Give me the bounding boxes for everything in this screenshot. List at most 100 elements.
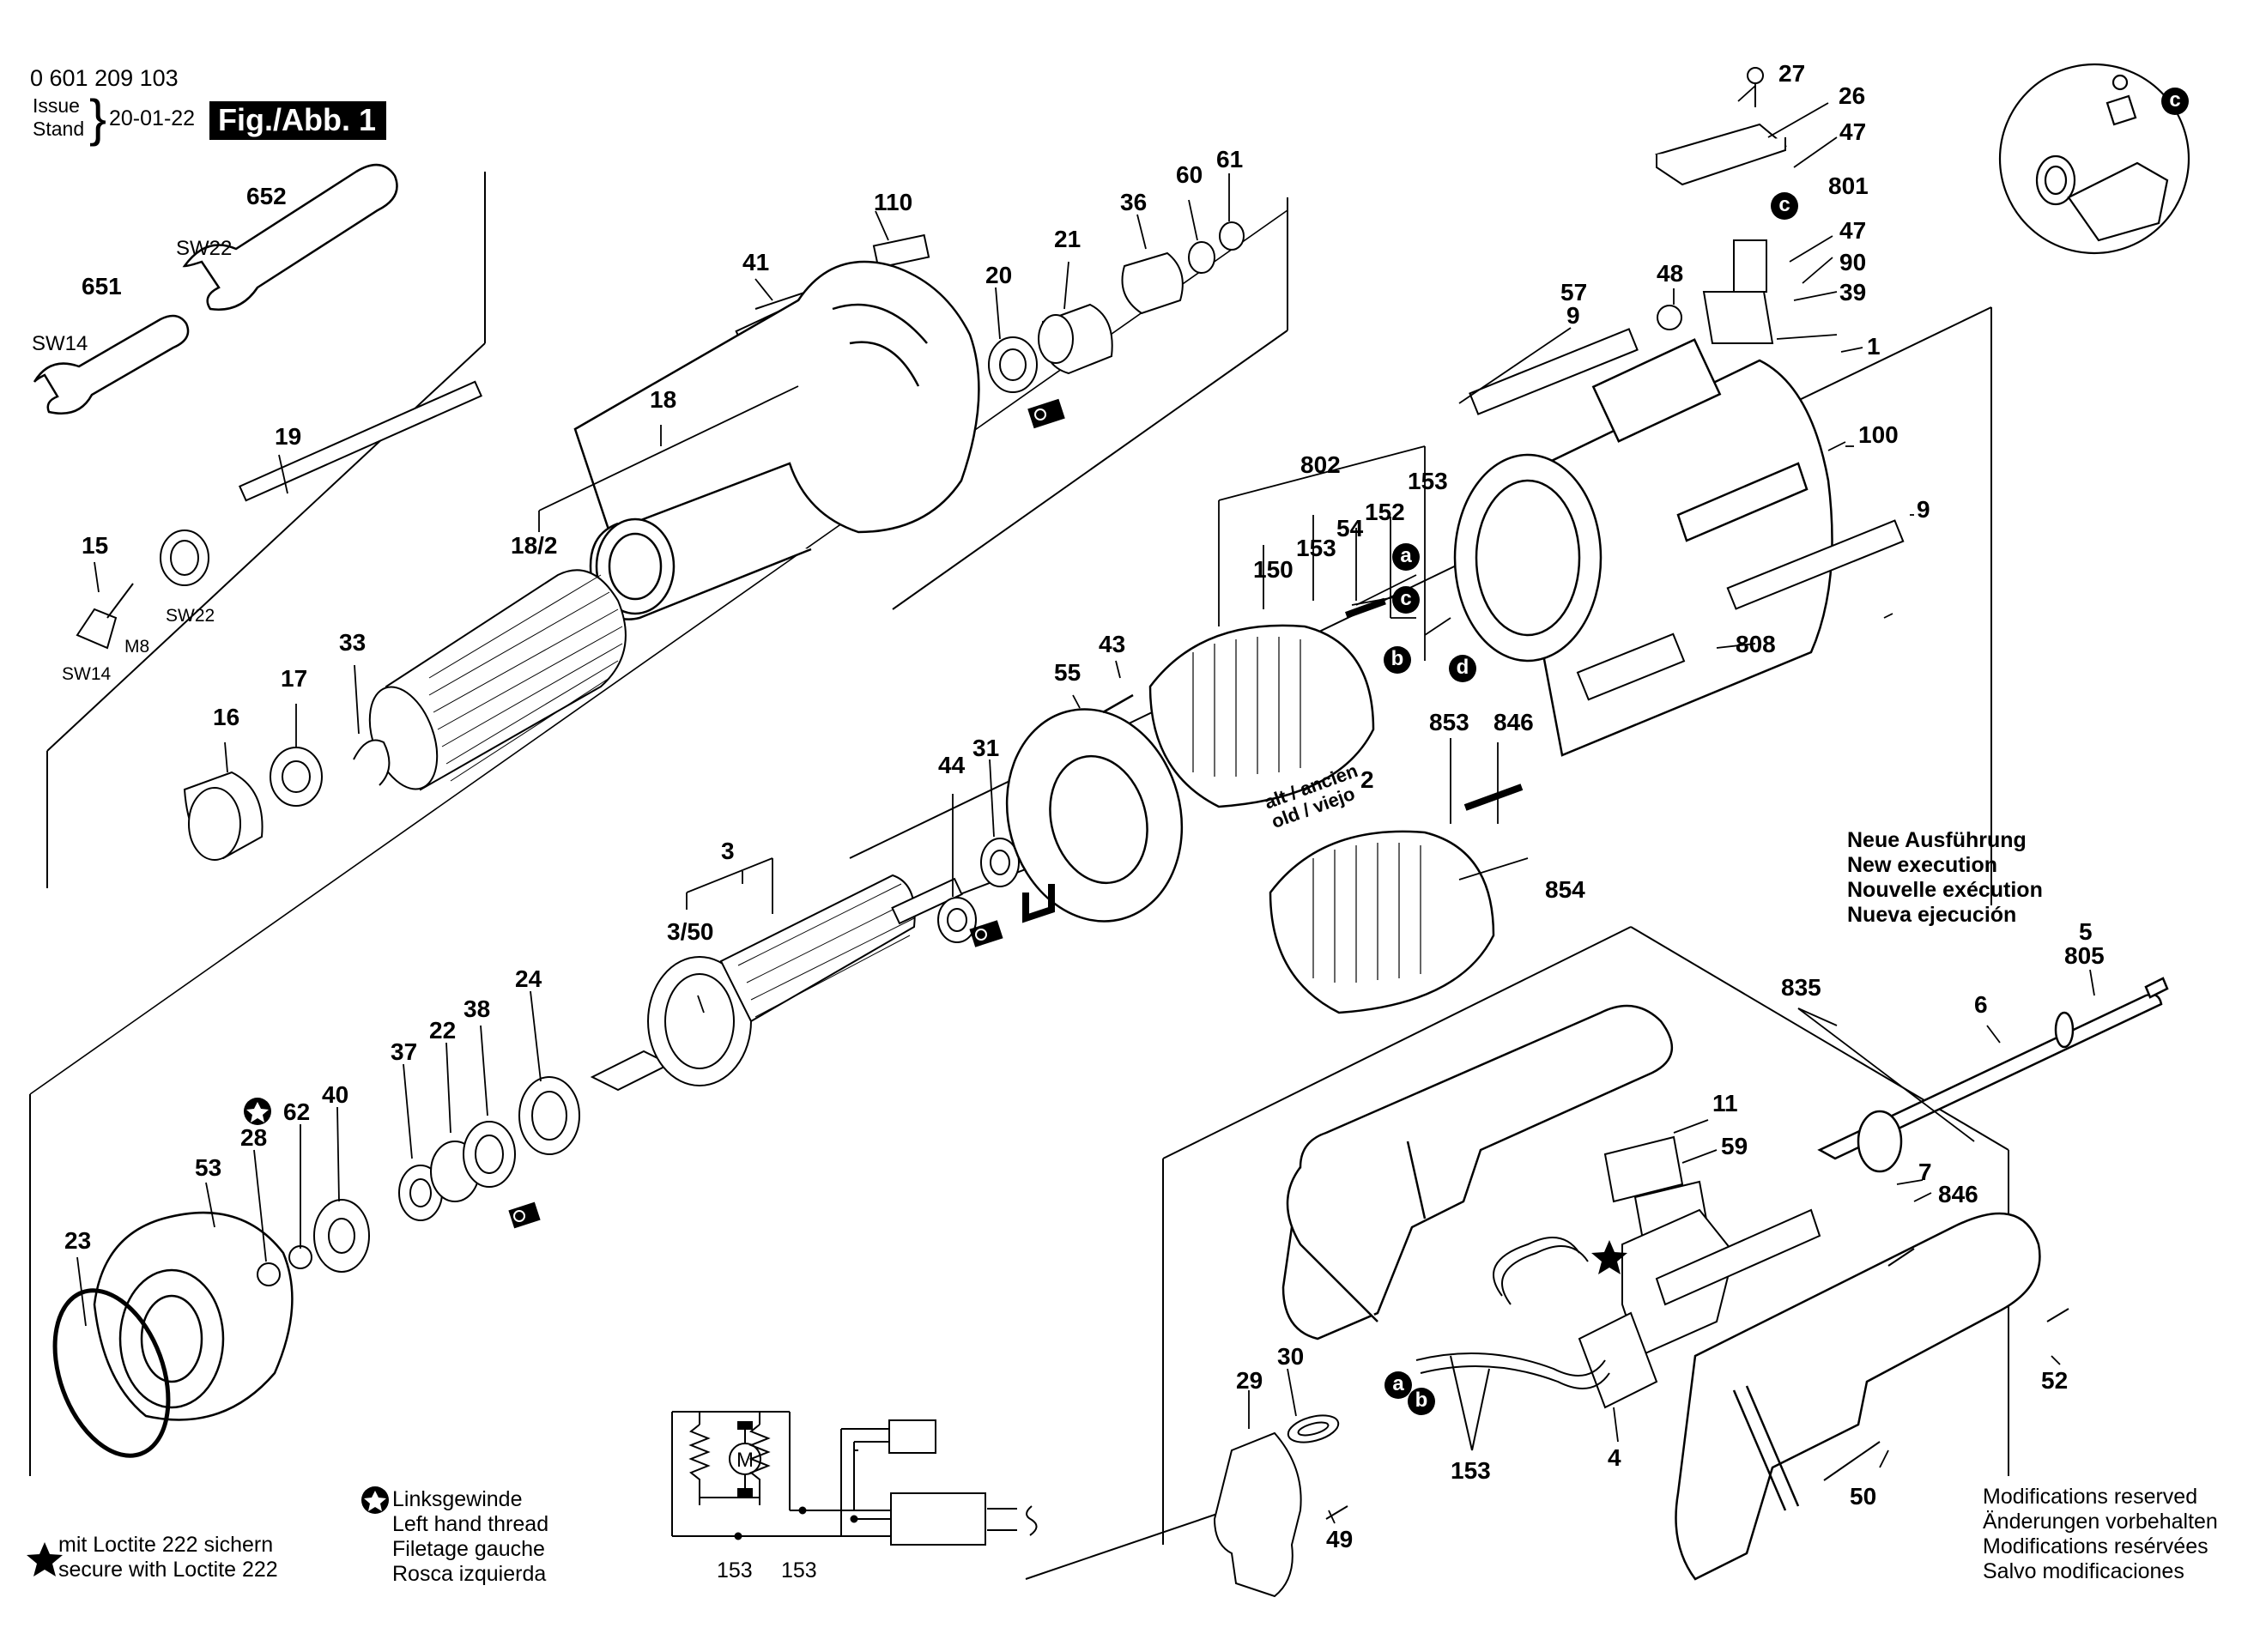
- part-4: 4: [1608, 1444, 1621, 1471]
- issue-label-en: Issue: [33, 94, 80, 117]
- modifications-fr: Modifications resérvées: [1983, 1534, 2208, 1558]
- callout-c-icon: c: [2161, 88, 2189, 115]
- part-22: 22: [429, 1017, 457, 1044]
- part-651: 651: [82, 273, 122, 300]
- part-9a: 9: [1566, 302, 1580, 329]
- part-153a: 153: [1408, 468, 1448, 494]
- part-27: 27: [1778, 60, 1806, 87]
- part-9b: 9: [1917, 496, 1930, 523]
- part-23: 23: [64, 1227, 92, 1254]
- part-55: 55: [1054, 659, 1082, 686]
- loctite-note: mit Loctite 222 sichern secure with Loct…: [58, 1533, 278, 1582]
- part-5: 5: [2079, 918, 2093, 945]
- part-52: 52: [2041, 1367, 2069, 1394]
- part-60: 60: [1176, 161, 1203, 188]
- part-19: 19: [275, 423, 302, 450]
- part-24: 24: [515, 965, 542, 992]
- part-21: 21: [1054, 226, 1082, 252]
- wrench-651-size: SW14: [32, 332, 88, 355]
- part-38: 38: [464, 995, 491, 1022]
- modifications-es: Salvo modificaciones: [1983, 1559, 2184, 1583]
- left-thread-en: Left hand thread: [392, 1512, 549, 1536]
- part-30: 30: [1277, 1343, 1305, 1370]
- schematic-label-153b: 153: [781, 1558, 817, 1582]
- left-thread-icon: [244, 1098, 271, 1125]
- modifications-de: Änderungen vorbehalten: [1983, 1510, 2218, 1534]
- callout-d-icon: d: [1449, 655, 1476, 682]
- part-1: 1: [1867, 333, 1881, 360]
- part-33: 33: [339, 629, 367, 656]
- part-44: 44: [938, 752, 966, 778]
- part-805: 805: [2064, 942, 2105, 969]
- part-3: 3: [721, 838, 735, 864]
- part-90: 90: [1839, 249, 1867, 275]
- part-29: 29: [1236, 1367, 1263, 1394]
- loctite-en: secure with Loctite 222: [58, 1558, 278, 1582]
- part-802: 802: [1300, 451, 1341, 478]
- part-15: 15: [82, 532, 109, 559]
- part-54: 54: [1336, 515, 1364, 542]
- callout-b-icon: b: [1384, 646, 1411, 674]
- left-thread-note: Linksgewinde Left hand thread Filetage g…: [392, 1487, 548, 1587]
- figure-label: Fig./Abb. 1: [209, 101, 386, 140]
- wrench-652-size: SW22: [176, 237, 233, 260]
- new-execution-fr: Nouvelle exécution: [1847, 878, 2043, 902]
- part-62: 62: [283, 1098, 311, 1125]
- motor-symbol: M: [736, 1449, 754, 1472]
- nut-size-label: SW22: [166, 606, 215, 626]
- left-thread-es: Rosca izquierda: [392, 1562, 547, 1586]
- part-110: 110: [874, 189, 913, 215]
- part-50: 50: [1850, 1483, 1877, 1510]
- left-thread-fr: Filetage gauche: [392, 1537, 545, 1561]
- part-3-50: 3/50: [667, 918, 714, 945]
- part-49: 49: [1326, 1526, 1354, 1552]
- part-47a: 47: [1839, 118, 1867, 145]
- issue-label-de: Stand: [33, 118, 85, 140]
- part-18: 18: [650, 386, 677, 413]
- part-number: 0 601 209 103: [30, 65, 179, 91]
- part-150: 150: [1253, 556, 1294, 583]
- part-854: 854: [1545, 876, 1585, 903]
- part-53: 53: [195, 1154, 222, 1181]
- part-17: 17: [281, 665, 308, 692]
- part-853: 853: [1429, 709, 1469, 735]
- callout-c-icon: c: [1392, 586, 1420, 614]
- part-40: 40: [322, 1081, 349, 1108]
- thread-label: M8: [124, 637, 150, 657]
- star-loctite-icon: [1591, 1240, 1627, 1274]
- new-execution-de: Neue Ausführung: [1847, 828, 2027, 852]
- part-47b: 47: [1839, 217, 1867, 244]
- callout-c-icon: c: [1771, 192, 1798, 220]
- part-2: 2: [1360, 766, 1374, 793]
- callout-b-icon: b: [1408, 1388, 1435, 1415]
- part-26: 26: [1839, 82, 1866, 109]
- part-20: 20: [985, 262, 1013, 288]
- part-37: 37: [391, 1038, 418, 1065]
- issue-date: 20-01-22: [109, 106, 196, 130]
- part-57: 57: [1560, 279, 1588, 306]
- part-835: 835: [1781, 974, 1821, 1001]
- part-61: 61: [1216, 146, 1244, 172]
- part-152: 152: [1365, 499, 1405, 525]
- new-execution-es: Nueva ejecución: [1847, 903, 2017, 927]
- callout-a-icon: a: [1392, 543, 1420, 571]
- left-thread-de: Linksgewinde: [392, 1487, 523, 1511]
- screw-size-label: SW14: [62, 664, 112, 684]
- new-execution-note: Neue Ausführung New execution Nouvelle e…: [1847, 828, 2043, 928]
- part-31: 31: [972, 735, 1000, 761]
- modifications-en: Modifications reserved: [1983, 1485, 2198, 1509]
- part-41: 41: [742, 249, 770, 275]
- part-808: 808: [1736, 631, 1776, 657]
- loctite-de: mit Loctite 222 sichern: [58, 1533, 274, 1557]
- new-execution-en: New execution: [1847, 853, 1998, 877]
- part-801: 801: [1828, 172, 1869, 199]
- part-846a: 846: [1494, 709, 1534, 735]
- part-39: 39: [1839, 279, 1867, 306]
- part-43: 43: [1099, 631, 1126, 657]
- part-153b: 153: [1296, 535, 1336, 561]
- part-48: 48: [1657, 260, 1684, 287]
- part-59: 59: [1721, 1133, 1748, 1159]
- callout-a-icon: a: [1384, 1371, 1412, 1399]
- part-36: 36: [1120, 189, 1148, 215]
